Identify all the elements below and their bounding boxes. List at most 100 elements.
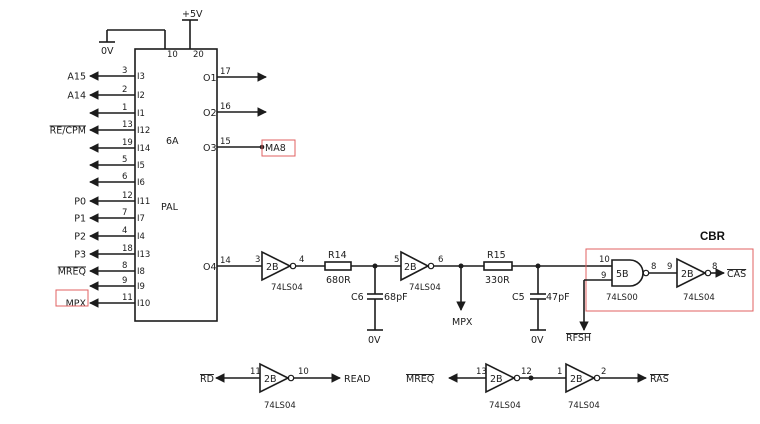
inv1-name: 2B [266,262,279,273]
pal-left-pin-name: I8 [137,267,145,277]
pal-type: PAL [161,202,179,213]
inv2-pin-out: 6 [438,255,443,265]
pal-left-pin-number: 6 [122,172,127,182]
inverter-2 [400,250,430,282]
pal-left-signal: P0 [74,197,86,208]
mpx-tap-label: MPX [452,317,473,328]
nand-pin-out: 8 [651,262,656,272]
pal-left-pin-name: I14 [137,144,150,154]
pal-left-signal: MREQ [58,267,86,278]
pal-ref: 6A [166,136,179,147]
pal-pin-10: 10 [167,50,178,60]
pal-left-pin-number: 3 [122,66,127,76]
pal-left-pin: 6I6 [89,172,145,188]
pal-left-signal: P2 [74,232,86,243]
rd-label: RD [200,374,214,385]
nand-gate [611,259,644,287]
pal-left-pins: 3I3A152I2A141I113I12RE/CPM19I145I56I612I… [50,66,151,310]
pal-left-pin-number: 1 [122,103,127,113]
pal-left-pin-name: I7 [137,214,145,224]
pal-left-pin-number: 11 [122,293,133,303]
cas-inv-pin-in: 9 [667,262,672,272]
pal-left-signal: P3 [74,250,86,261]
pal-left-signal: A15 [67,72,86,83]
read-inv-pin-in: 11 [250,367,261,377]
pal-left-pin-name: I6 [137,178,145,188]
pal-right-pin-number: 14 [220,256,231,266]
pal-right-pin-name: O4 [203,262,217,273]
cas-inv-pin-out: 8 [712,262,717,272]
pal-left-pin-name: I11 [137,197,150,207]
pal-left-pin-number: 5 [122,155,127,165]
pal-left-pin-number: 4 [122,226,127,236]
r15 [483,261,513,271]
pal-left-pin-number: 7 [122,208,127,218]
inv2-name: 2B [404,262,417,273]
c6-value: 68pF [384,292,408,303]
read-inverter [259,362,290,394]
r14 [324,261,352,271]
read-inv-part: 74LS04 [264,401,296,411]
cas-inv-name: 2B [681,269,694,280]
pal-left-pin: 8I8 MREQ [58,261,145,278]
pal-left-pin-number: 18 [122,244,133,254]
pal-left-pin: 9I9 [89,276,145,292]
cas-inv-part: 74LS04 [683,293,715,303]
pal-left-pin: 5I5 [89,155,145,171]
pal-pin-20: 20 [193,50,204,60]
pal-right-pin-number: 16 [220,102,231,112]
pal-left-signal: P1 [74,214,86,225]
mpx-highlight [55,289,89,307]
r15-name: R15 [487,250,506,261]
inv2-pin-in: 5 [394,255,399,265]
pal-left-signal: A14 [67,91,86,102]
pal-left-pin-name: I1 [137,109,145,119]
supply-section: +5V 0V 10 20 [99,9,204,60]
inverter-1 [261,250,292,282]
nand-pin-2: 9 [601,271,606,281]
rfsh-label: RFSH [566,333,591,344]
cas-inverter [676,257,707,289]
pal-left-pin-name: I4 [137,232,145,242]
ras-inverter [565,362,596,394]
cas-label: CAS [727,269,746,280]
pal-left-pin: 1I1 [89,103,145,119]
pal-left-pin-number: 9 [122,276,127,286]
pal-left-pin-name: I13 [137,250,150,260]
pal-left-pin: 7I7 P1 [74,208,145,225]
inv1-pin-out: 4 [299,255,304,265]
bottom-inverters: RD 11 2B 10 74LS04 READ MREQ 13 2B 12 74… [200,362,669,411]
ras-inv-pin-out: 2 [601,367,606,377]
pal-left-pin-name: I12 [137,126,150,136]
pal-left-pin-number: 8 [122,261,127,271]
c6-name: C6 [351,292,364,303]
inv1-pin-in: 3 [255,255,260,265]
pal-right-pin-name: O2 [203,108,217,119]
ras-label: RAS [650,374,669,385]
r14-name: R14 [328,250,347,261]
mreq-inv-pin-out: 12 [521,367,532,377]
mreq-inv-name: 2B [490,374,503,385]
c5-name: C5 [512,292,525,303]
nand-part: 74LS00 [606,293,638,303]
r15-value: 330R [485,275,510,286]
pal-left-pin-number: 13 [122,120,133,130]
ras-inv-part: 74LS04 [568,401,600,411]
read-inv-name: 2B [264,374,277,385]
pal-left-pin-name: I5 [137,161,145,171]
c5-value: 47pF [546,292,570,303]
cbr-label: CBR [700,231,726,243]
r14-value: 680R [326,275,351,286]
pal-left-signal: MPX [66,299,87,310]
pal-chip: 6A PAL [134,48,218,322]
